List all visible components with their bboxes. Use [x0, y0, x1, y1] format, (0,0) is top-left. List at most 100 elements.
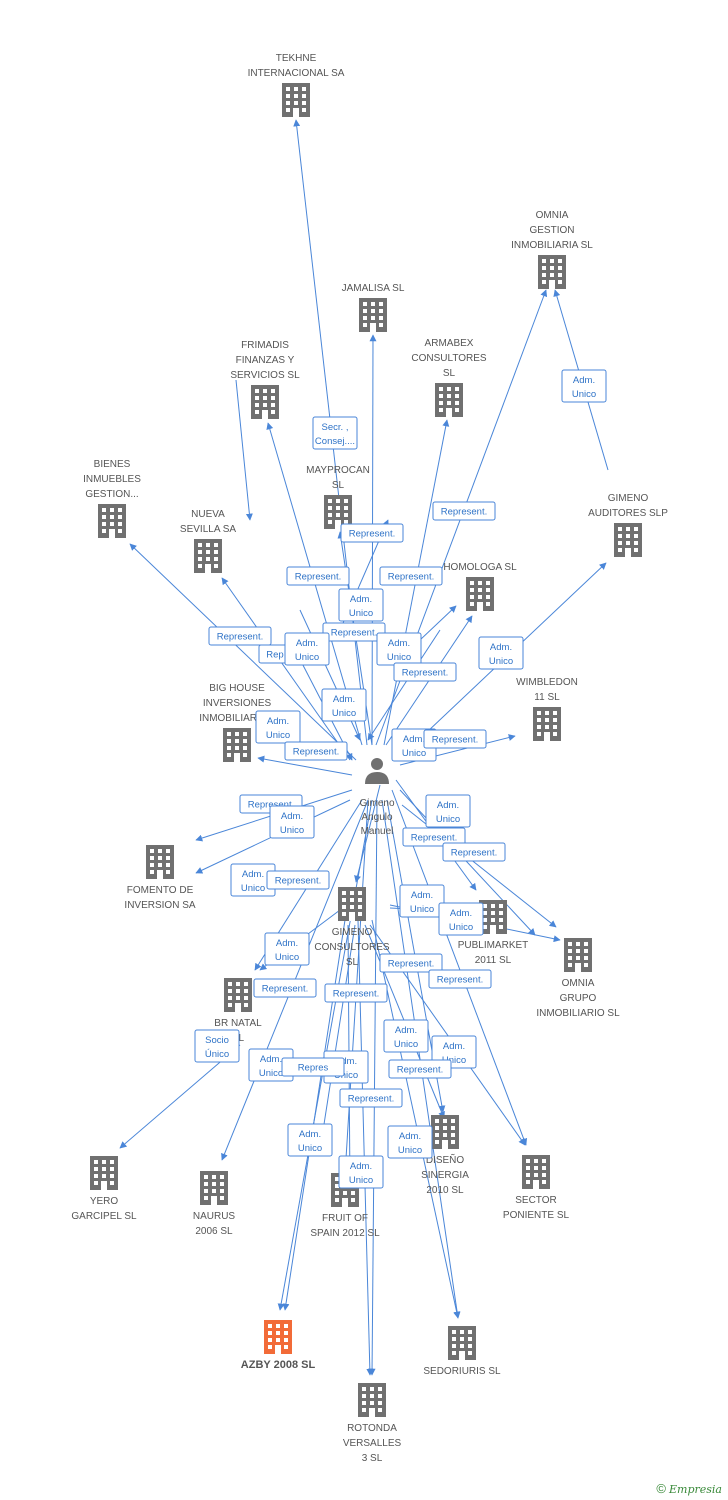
edge-label-adm-mid1[interactable]: Adm.Unico — [338, 588, 384, 622]
company-name: INMOBILIARIA SL — [511, 240, 593, 251]
edge-label-adm-mid3[interactable]: Adm.Unico — [376, 632, 422, 666]
company-name: AZBY 2008 SL — [241, 1359, 316, 1371]
edge-label-adm-wimbledon[interactable]: Adm.Unico — [478, 636, 524, 670]
edge-label-rep-bighouse[interactable]: Represent. — [284, 741, 348, 761]
company-name: NUEVA — [191, 509, 225, 520]
edge-label-rep-mid2[interactable]: Represent. — [393, 662, 457, 682]
edge-label-text: Unico — [241, 883, 265, 894]
building-icon — [251, 385, 279, 419]
edge-label-adm-lower5[interactable]: Adm.Unico — [287, 1123, 333, 1157]
company-name: OMNIA — [536, 210, 569, 221]
edge-label-adm-omnia[interactable]: Adm.Unico — [561, 369, 607, 403]
edge-label-rep-lower2[interactable]: Represent. — [428, 969, 492, 989]
brand-logo[interactable]: Empresia — [669, 1483, 722, 1496]
edge-label-text: Represent. — [217, 632, 263, 643]
edge-label-box — [339, 1088, 403, 1108]
edge-label-box — [286, 566, 350, 586]
company-name: VERSALLES — [343, 1438, 402, 1449]
edge-label-adm-bighouse[interactable]: Adm.Unico — [255, 710, 301, 744]
edge-label-text: Unico — [436, 814, 460, 825]
edge-label-rep-lower3[interactable]: Represent. — [324, 983, 388, 1003]
edge-label-adm-publi[interactable]: Adm.Unico — [438, 902, 484, 936]
building-icon — [614, 523, 642, 557]
company-node-big-house[interactable]: BIG HOUSEINVERSIONESINMOBILIARIA... — [199, 683, 275, 762]
edge-label-adm-mid4[interactable]: Adm.Unico — [321, 688, 367, 722]
edge-label-box — [253, 978, 317, 998]
company-name: MAYPROCAN — [306, 465, 370, 476]
edge-label-text: Repres — [298, 1063, 329, 1074]
edge-label-adm-lower7[interactable]: Adm.Unico — [338, 1155, 384, 1189]
edge-label-adm-lower6[interactable]: Adm.Unico — [387, 1125, 433, 1159]
company-name: GESTION — [529, 225, 574, 236]
edge-label-rep-armabex[interactable]: Represent. — [432, 501, 496, 521]
edge-label-adm-mid2[interactable]: Adm.Unico — [284, 632, 330, 666]
edge-label-adm-right2[interactable]: Adm.Unico — [425, 794, 471, 828]
edge-label-rep-right3[interactable]: Represent. — [442, 842, 506, 862]
building-icon — [282, 83, 310, 117]
edge-label-text: Unico — [298, 1143, 322, 1154]
edge-label-rep-right1[interactable]: Represent. — [423, 729, 487, 749]
edge-label-adm-left2[interactable]: Adm.Unico — [264, 932, 310, 966]
edge-label-box — [324, 983, 388, 1003]
company-node-bienes[interactable]: BIENESINMUEBLESGESTION... — [83, 459, 141, 538]
edge-label-rep-fomento[interactable]: Represent. — [266, 870, 330, 890]
company-node-jamalisa[interactable]: JAMALISA SL — [342, 283, 405, 332]
edge-label-box — [383, 1019, 429, 1053]
edge-label-text: Represent. — [331, 628, 377, 639]
edge-label-rep-right2[interactable]: Represent. — [402, 827, 466, 847]
person-name: Manuel — [361, 826, 394, 837]
edge-label-box — [388, 1059, 452, 1079]
footer: © Empresia — [656, 1481, 722, 1496]
relationship-edge — [317, 924, 356, 1151]
edge-label-text: Adm. — [281, 811, 303, 822]
company-node-sedoriuris[interactable]: SEDORIURIS SL — [423, 1326, 501, 1377]
edge-label-rep-brnatal[interactable]: Represent. — [253, 978, 317, 998]
edge-label-adm-lower1[interactable]: Adm.Unico — [383, 1019, 429, 1053]
company-node-omnia-gestion[interactable]: OMNIA GESTION INMOBILIARIA SL — [511, 210, 593, 289]
building-icon — [200, 1171, 228, 1205]
company-node-azby[interactable]: AZBY 2008 SL — [241, 1320, 316, 1371]
edge-label-box — [340, 523, 404, 543]
company-name: TEKHNE — [276, 53, 317, 64]
edge-label-rep-frimadis[interactable]: Represent. — [286, 566, 350, 586]
edge-label-rep-may[interactable]: Represent. — [340, 523, 404, 543]
company-node-homologa[interactable]: HOMOLOGA SL — [443, 562, 517, 611]
edge-label-rep-lower6[interactable]: Represent. — [339, 1088, 403, 1108]
relationship-edge — [391, 789, 528, 1146]
edge-label-rep-lower5[interactable]: Represent. — [388, 1059, 452, 1079]
edge-label-adm-left1[interactable]: Adm.Unico — [269, 805, 315, 839]
edge-label-text: Unico — [334, 1070, 358, 1081]
edge-label-adm-right3[interactable]: Adm.Unico — [399, 884, 445, 918]
edge-label-adm-fomento[interactable]: Adm.Unico — [230, 863, 276, 897]
edge-label-secr[interactable]: Secr. ,Consej.... — [312, 416, 358, 450]
edge-label-text: Unico — [349, 1175, 373, 1186]
person-icon-body — [365, 772, 389, 784]
edge-label-rep-lower4[interactable]: Repres — [281, 1057, 345, 1077]
edge-label-rep-nueva[interactable]: Represent. — [208, 626, 272, 646]
building-icon — [466, 577, 494, 611]
edge-label-text: Unico — [295, 652, 319, 663]
edge-label-rep-homologa[interactable]: Represent. — [379, 566, 443, 586]
edge-label-rep-mid1[interactable]: Represent. — [322, 622, 386, 642]
edge-label-rep-lower1[interactable]: Represent. — [379, 953, 443, 973]
company-name: HOMOLOGA SL — [443, 562, 517, 573]
